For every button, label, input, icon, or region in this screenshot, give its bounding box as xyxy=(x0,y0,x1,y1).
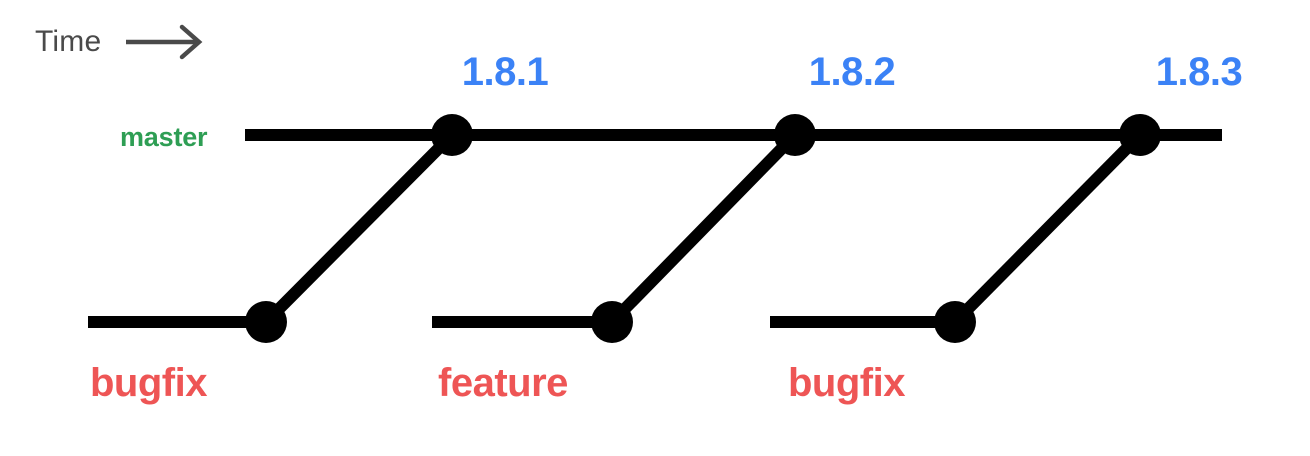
merge-line-feature-to-182 xyxy=(607,130,800,327)
branch-label-feature: feature xyxy=(438,361,568,405)
commit-dot-feature[interactable] xyxy=(591,301,633,343)
commit-dot-1-8-2[interactable] xyxy=(774,114,816,156)
version-tag-1-8-3: 1.8.3 xyxy=(1155,50,1243,94)
branch-label-bugfix-2: bugfix xyxy=(788,361,905,405)
time-arrow-icon xyxy=(126,24,203,60)
commit-dot-bugfix-1[interactable] xyxy=(245,301,287,343)
version-tag-1-8-1: 1.8.1 xyxy=(461,50,549,94)
merge-line-bugfix-2-to-183 xyxy=(950,130,1145,327)
branch-label-bugfix-1: bugfix xyxy=(90,361,207,405)
merge-line-bugfix-1-to-181 xyxy=(261,130,457,327)
commit-dot-1-8-3[interactable] xyxy=(1119,114,1161,156)
time-axis-label: Time xyxy=(35,25,102,58)
branch-label-master: master xyxy=(120,122,208,152)
commit-dot-1-8-1[interactable] xyxy=(431,114,473,156)
commit-dot-bugfix-2[interactable] xyxy=(934,301,976,343)
version-tag-1-8-2: 1.8.2 xyxy=(808,50,896,94)
